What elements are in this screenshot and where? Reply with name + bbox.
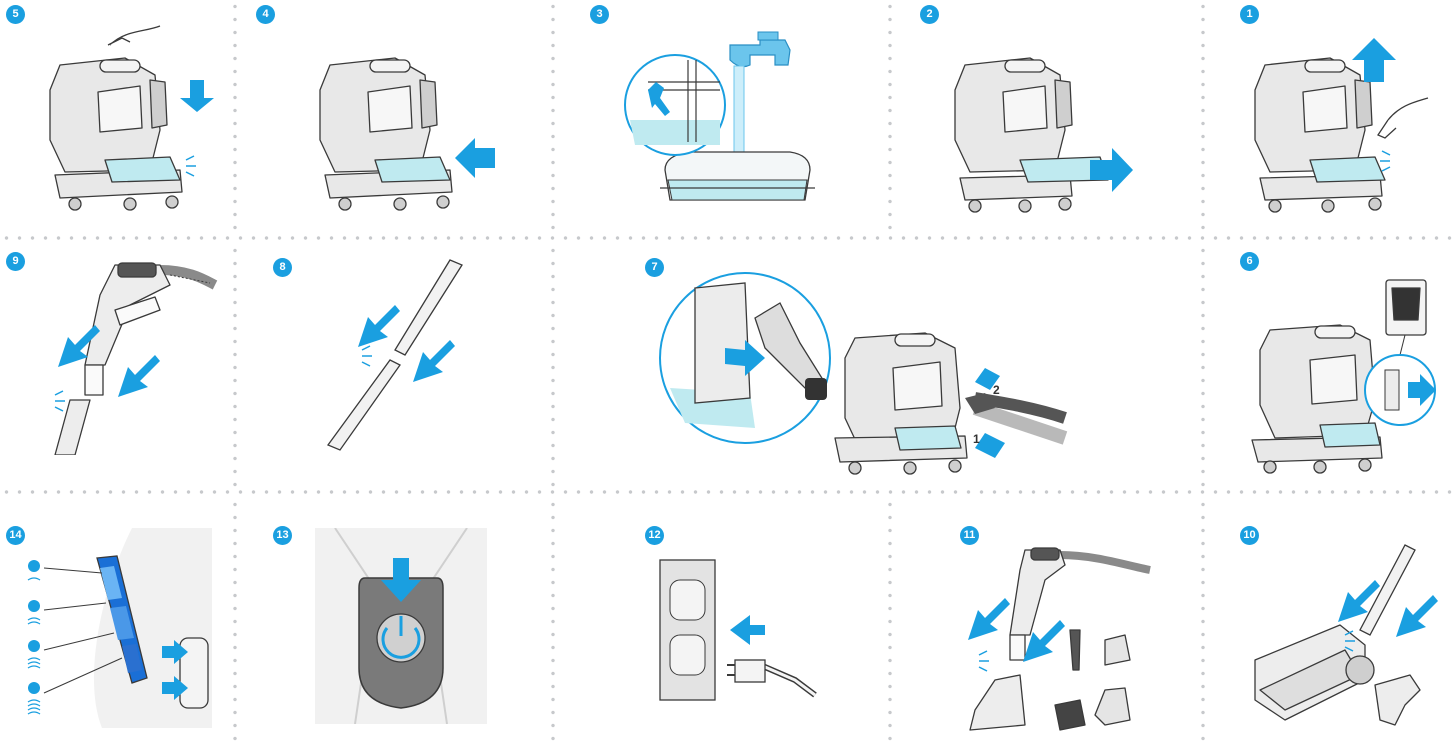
step-badge-13: 13 <box>273 526 292 545</box>
step-14-illustration <box>22 528 212 728</box>
step-13-illustration <box>315 528 487 724</box>
col-divider <box>549 498 557 746</box>
step-3-illustration <box>610 20 840 220</box>
step-2-illustration <box>940 20 1140 220</box>
col-divider <box>886 498 894 746</box>
step-4-illustration <box>305 20 505 220</box>
step-11-illustration <box>965 540 1155 740</box>
step-badge-9: 9 <box>6 252 25 271</box>
col-divider <box>231 498 239 746</box>
col-divider <box>549 244 557 488</box>
step-7-callout-1: 1 <box>973 432 980 446</box>
step-badge-2: 2 <box>920 5 939 24</box>
col-divider <box>549 0 557 234</box>
step-badge-4: 4 <box>256 5 275 24</box>
step-7-callout-2: 2 <box>993 383 1000 397</box>
step-badge-8: 8 <box>273 258 292 277</box>
step-5-illustration <box>30 20 225 220</box>
step-6-illustration <box>1240 260 1440 475</box>
col-divider <box>1199 0 1207 234</box>
step-1-illustration <box>1240 20 1440 220</box>
col-divider <box>1199 244 1207 488</box>
col-divider <box>231 244 239 488</box>
step-12-illustration <box>655 555 825 705</box>
step-badge-12: 12 <box>645 526 664 545</box>
step-badge-3: 3 <box>590 5 609 24</box>
col-divider <box>886 0 894 234</box>
step-badge-5: 5 <box>6 5 25 24</box>
col-divider <box>1199 498 1207 746</box>
step-7-illustration <box>655 258 1075 483</box>
col-divider <box>231 0 239 234</box>
step-9-illustration <box>30 255 225 455</box>
row-divider-top <box>0 234 1453 242</box>
step-10-illustration <box>1245 540 1440 740</box>
row-divider-bottom <box>0 488 1453 496</box>
step-8-illustration <box>320 255 480 455</box>
